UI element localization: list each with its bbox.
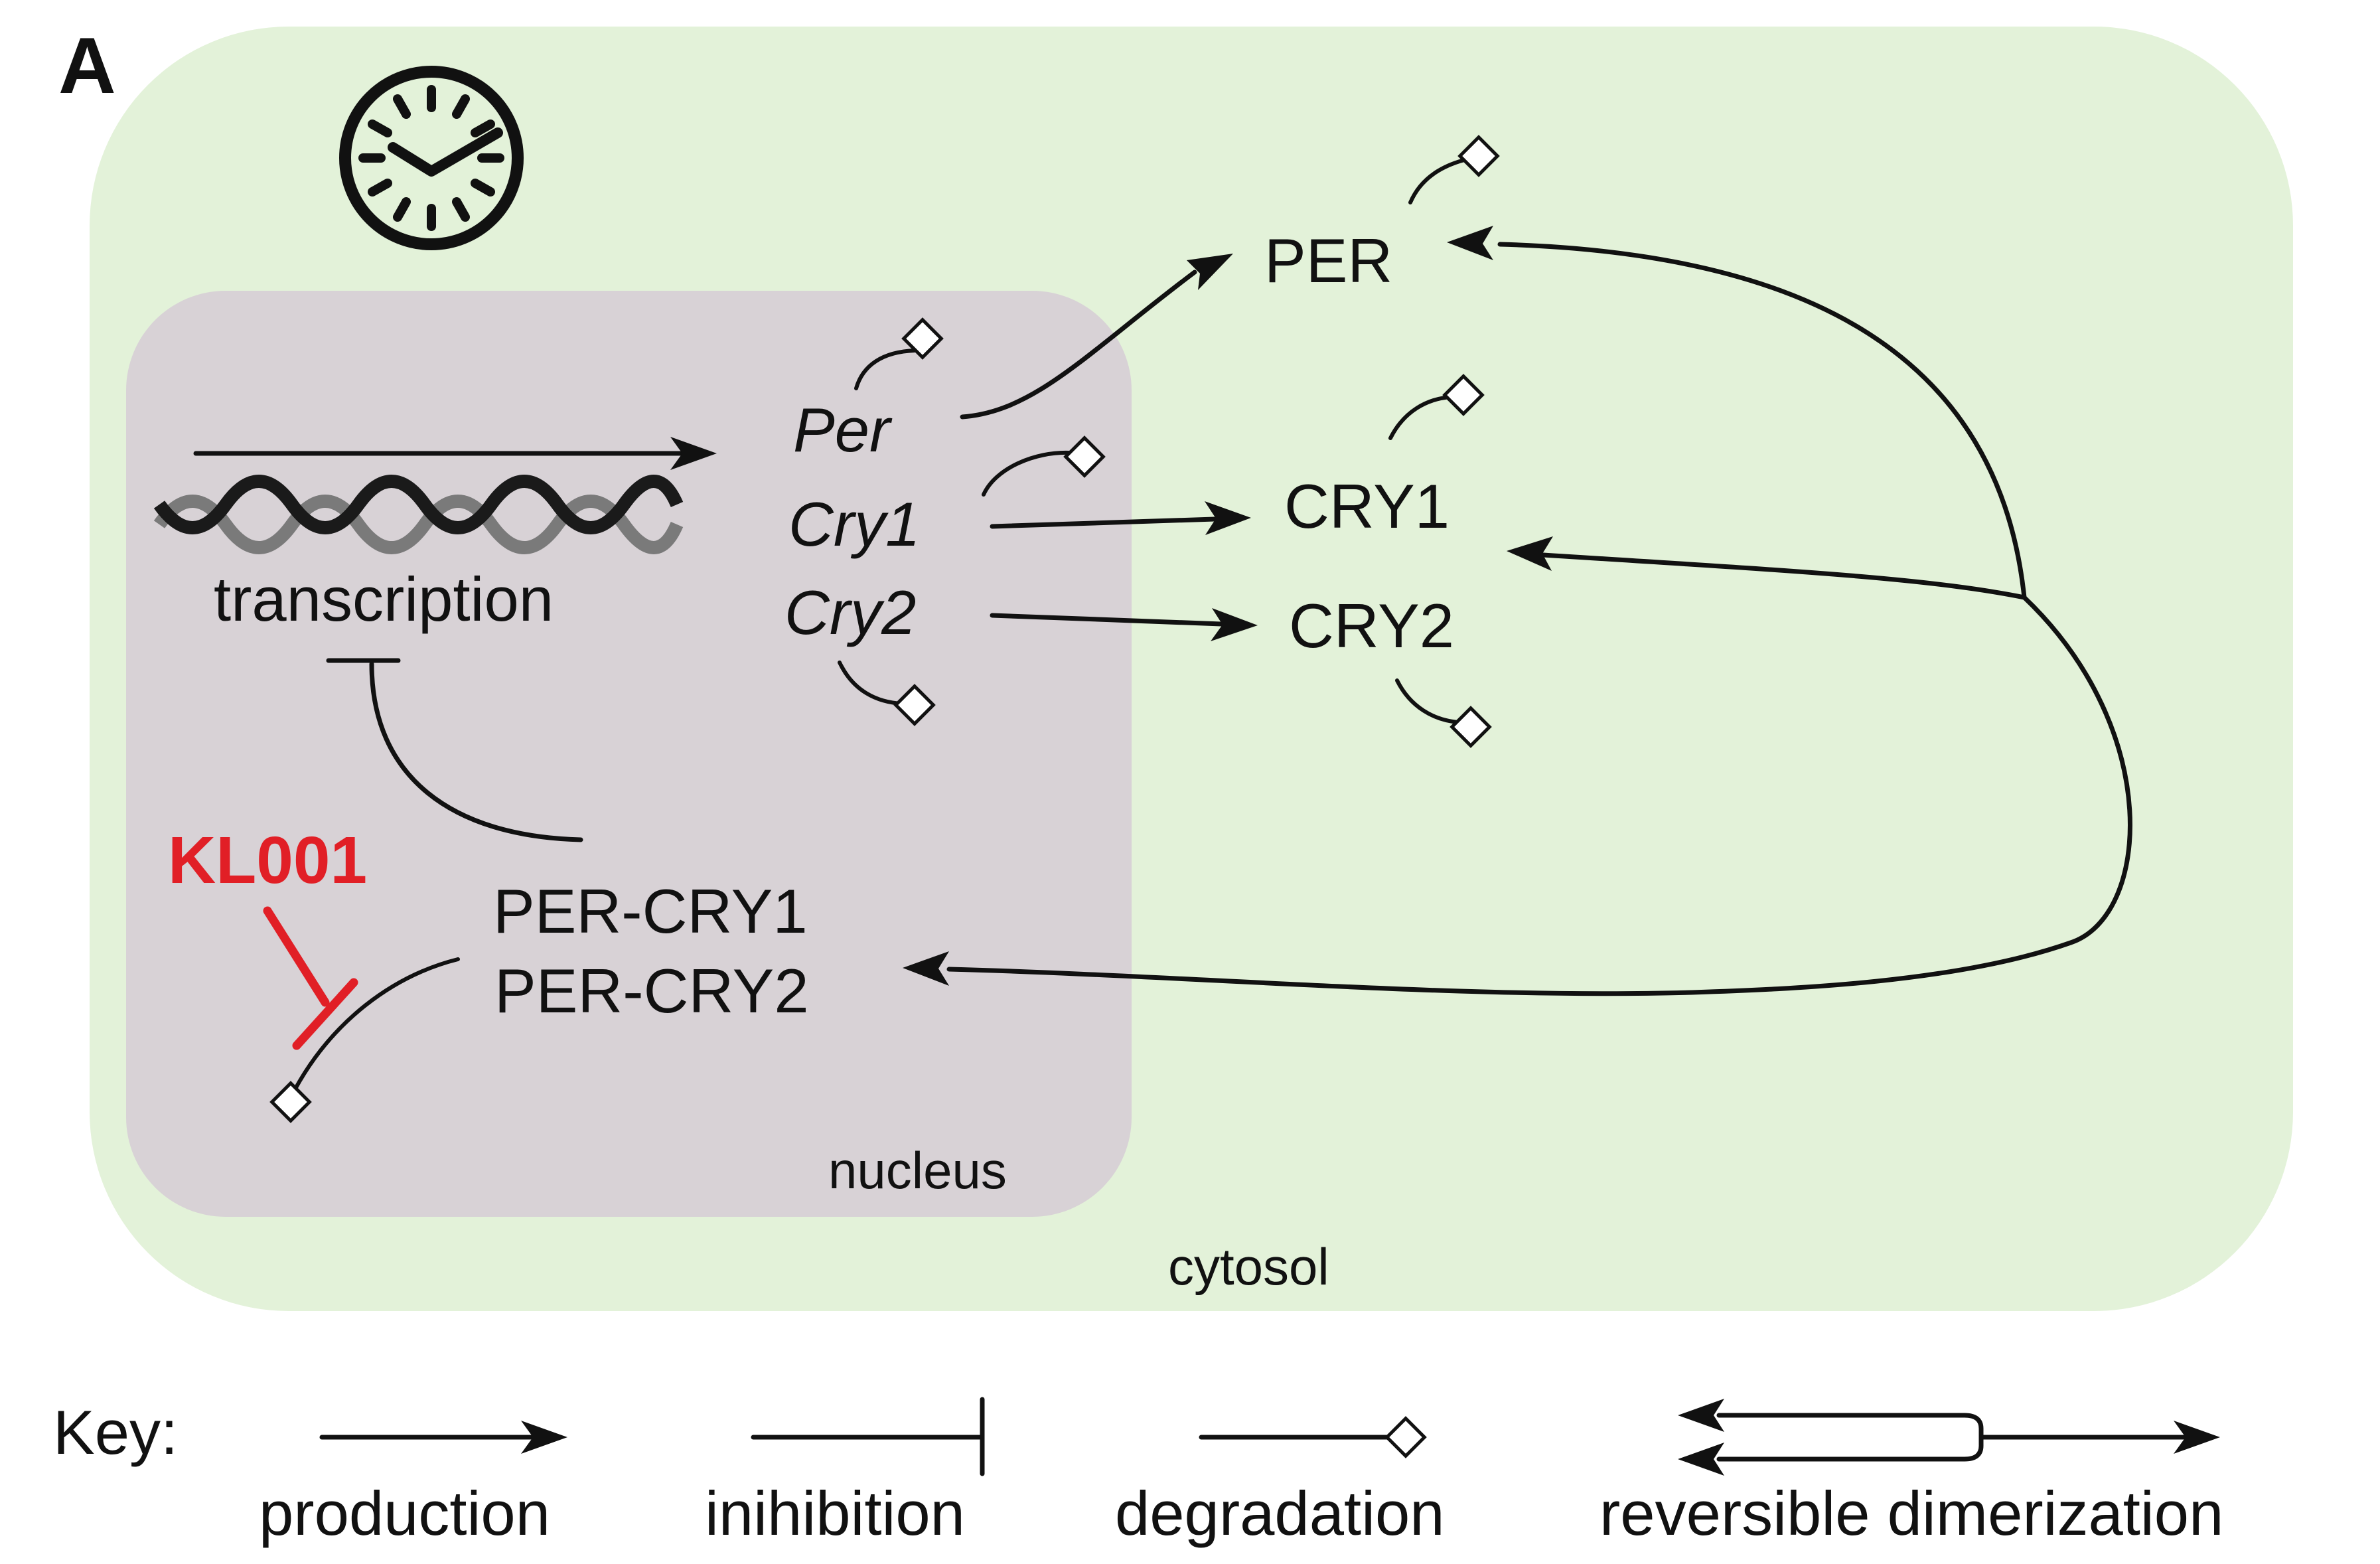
cry1-production-arrow: [990, 501, 1251, 535]
key-production-symbol: [319, 1421, 567, 1454]
per-protein-degradation: [1408, 135, 1500, 204]
transcription-label: transcription: [214, 564, 554, 634]
cry2-gene-label: Cry2: [784, 578, 916, 647]
cry1-gene-label: Cry1: [788, 489, 920, 559]
complex-degradation: [269, 957, 460, 1123]
transcription-production-arrow: [193, 437, 717, 470]
cry2-protein-label: CRY2: [1289, 591, 1454, 661]
key-inhibition-label: inihibition: [705, 1478, 965, 1548]
key-inhibition-symbol: [751, 1397, 985, 1476]
per-cry1-complex-label: PER-CRY1: [493, 876, 808, 946]
cry2-production-arrow: [990, 608, 1258, 641]
nucleus-label: nucleus: [828, 1141, 1007, 1200]
cry1-protein-label: CRY1: [1284, 471, 1450, 541]
dimerization-path: [903, 226, 2132, 996]
key-degradation-label: degradation: [1115, 1478, 1445, 1548]
nucleus-compartment: [126, 291, 1132, 1217]
per-cry2-complex-label: PER-CRY2: [494, 956, 809, 1026]
per-protein-label: PER: [1264, 226, 1392, 295]
key-dimerization-symbol: [1678, 1399, 2220, 1476]
key-production-label: production: [259, 1478, 550, 1548]
kl001-inhibition: [263, 906, 358, 1050]
per-gene-label: Per: [793, 395, 893, 465]
key-degradation-symbol: [1199, 1416, 1427, 1458]
kl001-label: KL001: [168, 823, 367, 898]
dna-helix-icon: [153, 475, 684, 554]
clock-icon: [339, 66, 524, 250]
panel-letter: A: [58, 21, 116, 110]
key-title: Key:: [53, 1397, 178, 1467]
cry1-gene-degradation: [982, 435, 1106, 497]
key-dimerization-label: reversible dimerization: [1599, 1478, 2223, 1548]
transcription-inhibition: [326, 658, 583, 842]
cry2-protein-degradation: [1395, 678, 1492, 748]
cry1-protein-degradation: [1388, 374, 1485, 440]
cry2-gene-degradation: [838, 661, 936, 726]
per-gene-degradation: [854, 317, 944, 390]
per-production-arrow: [960, 254, 1233, 420]
cytosol-label: cytosol: [1168, 1237, 1329, 1296]
